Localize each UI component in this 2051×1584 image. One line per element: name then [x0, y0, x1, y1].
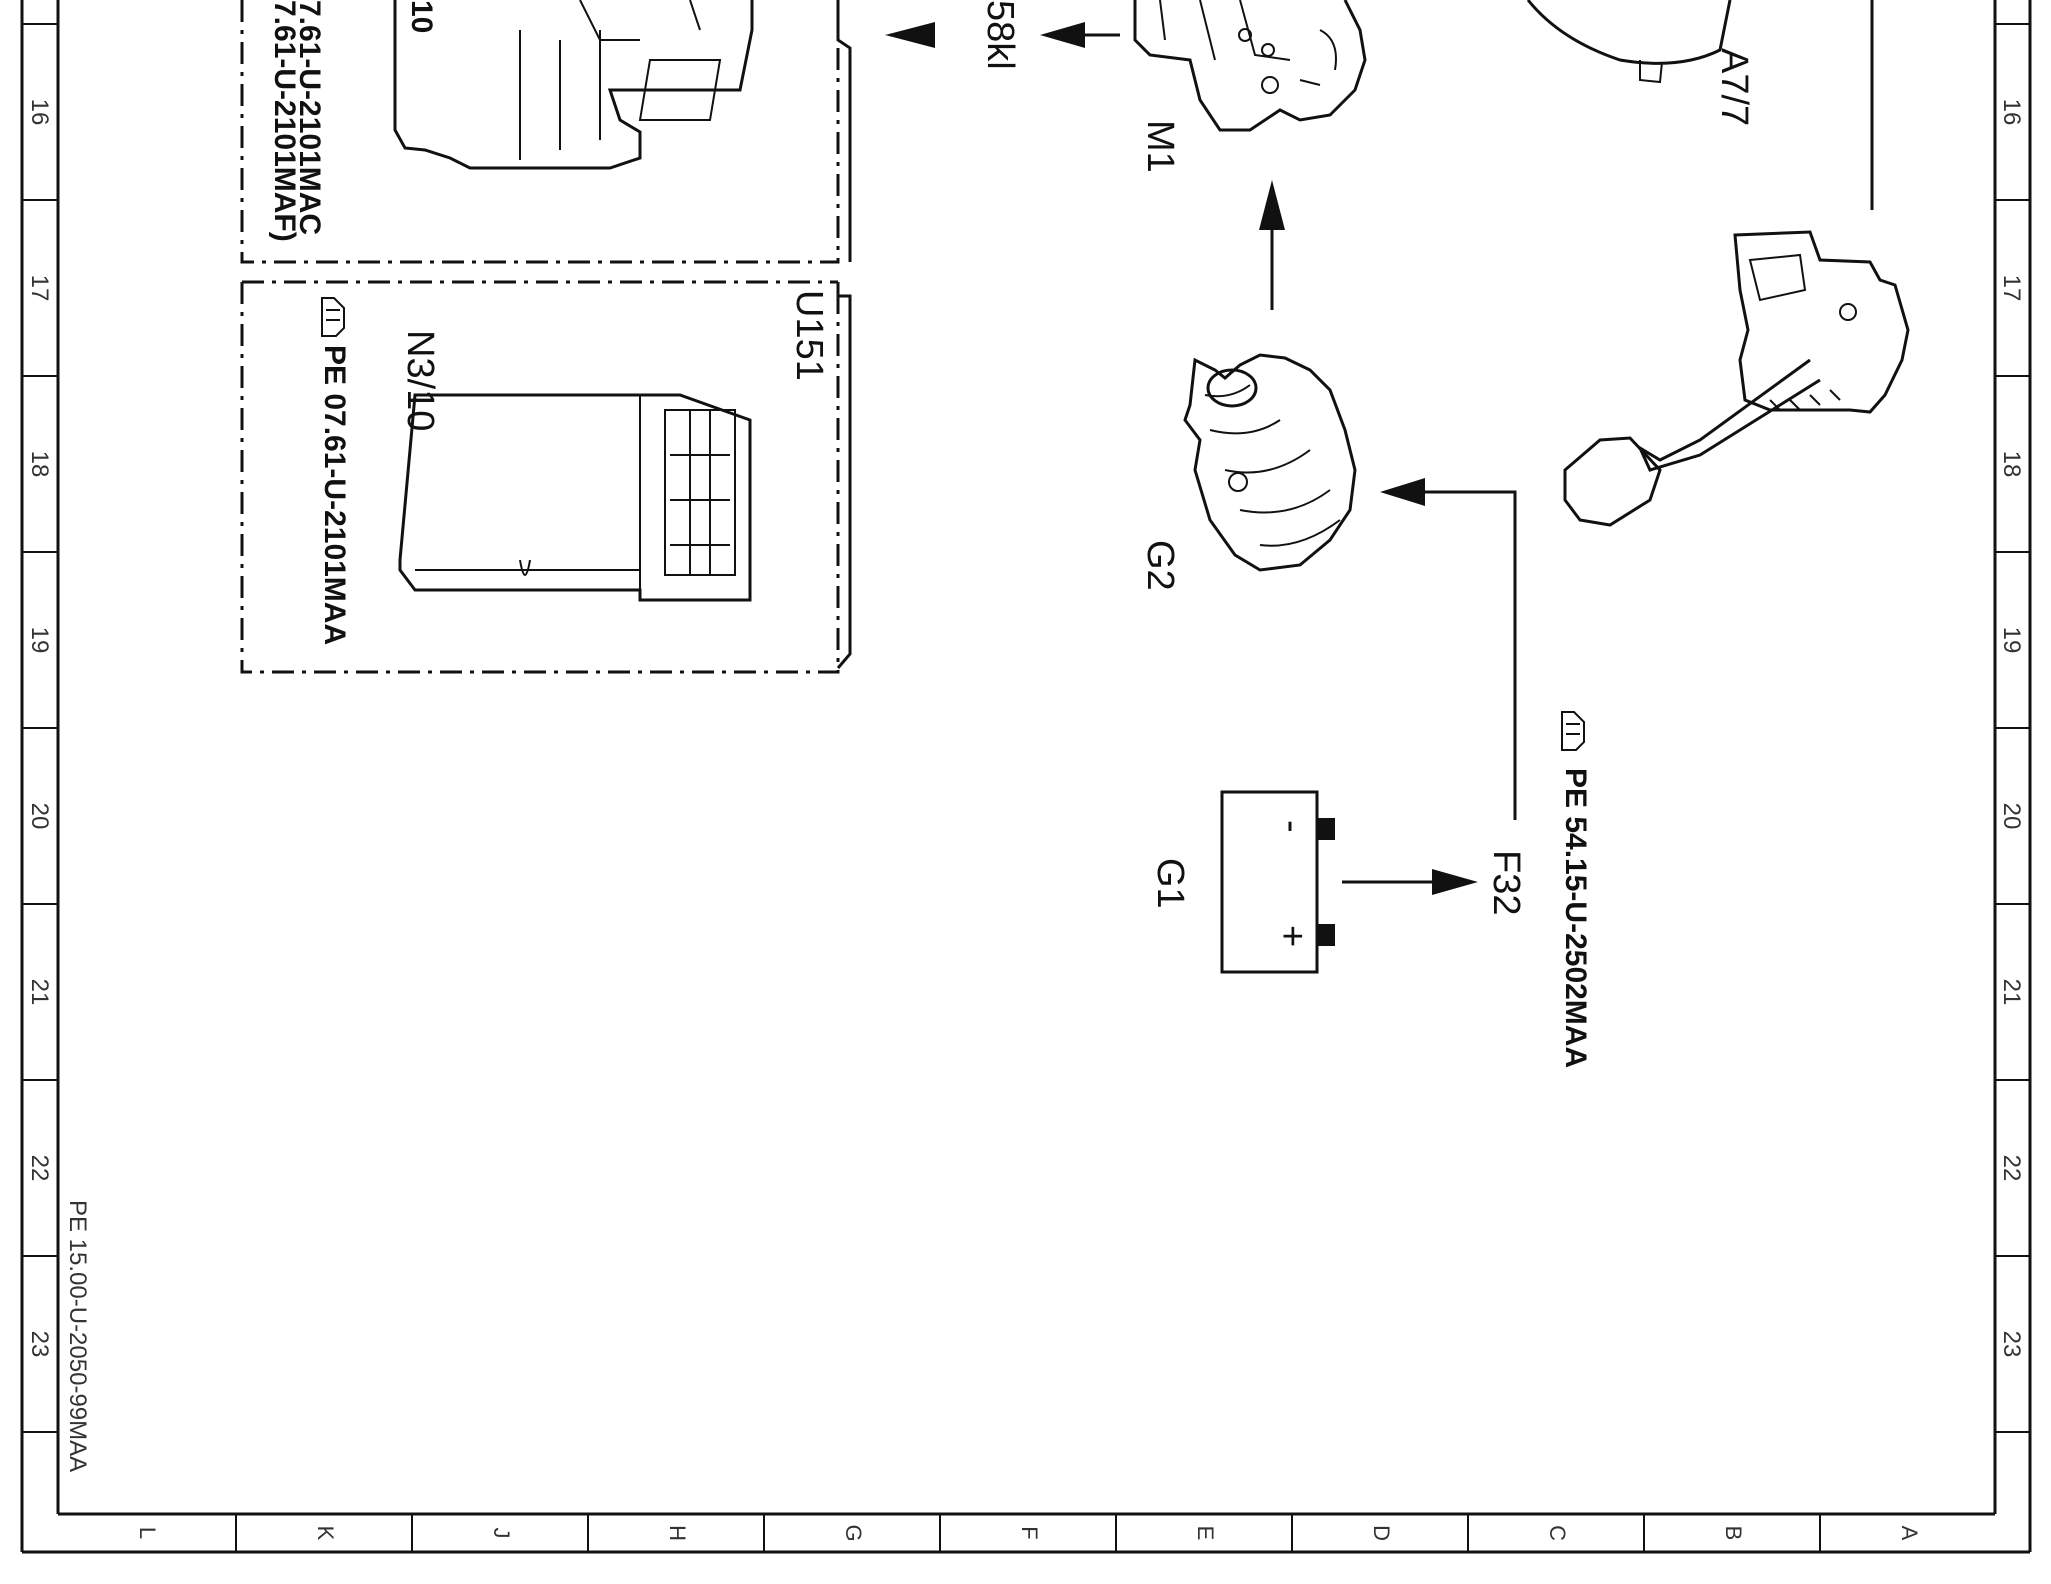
pointing-hand-icon: [1561, 711, 1585, 751]
grid-number: 21: [1998, 979, 2025, 1006]
grid-number: 19: [26, 627, 53, 654]
grid-number: 20: [26, 803, 53, 830]
grid-ticks-bottom: [235, 1514, 1821, 1552]
ecu-top-ref-2: 7.61-U-2101MAF): [268, 0, 301, 242]
ecu-top-label: 10: [405, 0, 438, 33]
starter-m1: M1: [1133, 0, 1367, 173]
terminal-58-label: 58kl: [979, 0, 1021, 70]
grid-letter: K: [313, 1526, 338, 1541]
a7-7-label: A7/7: [1713, 48, 1755, 126]
alternator-g2: G2: [1139, 353, 1357, 591]
grid-number: 18: [1998, 451, 2025, 478]
grid-numbers-left: 16 17 18 19 20 21 22 23: [26, 99, 53, 1358]
grid-letter: H: [665, 1525, 690, 1541]
grid-letter: E: [1193, 1526, 1218, 1541]
ecu-box-top: 10 7.61-U-2101MAC 7.61-U-2101MAF): [240, 0, 852, 264]
grid-number: 19: [1998, 627, 2025, 654]
grid-number: 18: [26, 451, 53, 478]
grid-letter: A: [1897, 1526, 1922, 1541]
arrow-m1-to-58: [1040, 22, 1120, 48]
f32-ref: PE 54.15-U-2502MAA: [1559, 768, 1592, 1068]
m1-label: M1: [1139, 120, 1181, 173]
grid-letter: L: [135, 1527, 160, 1539]
grid-ticks-left: [22, 23, 58, 1433]
ecu-top-ref-1: 7.61-U-2101MAC: [293, 0, 326, 235]
grid-letters-bottom: L K J H G F E D C B A: [135, 1524, 1922, 1541]
g2-label: G2: [1139, 540, 1181, 591]
grid-number: 22: [26, 1155, 53, 1182]
grid-letter: F: [1017, 1526, 1042, 1539]
grid-number: 17: [1998, 275, 2025, 302]
arrow-g1-to-f32: [1342, 869, 1478, 895]
grid-number: 23: [26, 1331, 53, 1358]
grid-number: 20: [1998, 803, 2025, 830]
battery-minus: -: [1271, 820, 1313, 833]
n3-10-label: N3/10: [399, 330, 441, 431]
grid-letter: D: [1369, 1525, 1394, 1541]
grid-number: 17: [26, 275, 53, 302]
grid-letter: G: [841, 1524, 866, 1541]
grid-number: 23: [1998, 1331, 2025, 1358]
brake-booster-a7-7: A7/7: [1526, 0, 1755, 126]
grid-ticks-right: [1995, 23, 2030, 1433]
document-id: PE 15.00-U-2050-99MAA: [64, 1200, 91, 1472]
battery-g1: - + G1: [1149, 790, 1335, 974]
grid-letter: B: [1721, 1526, 1746, 1541]
drawing-frame: [20, 0, 2032, 1554]
arrow-g2-to-m1: [1259, 180, 1285, 310]
ecu-box-u151: U151 N3/10 PE 07.61-U-2101MAA: [240, 280, 852, 674]
n3-10-ref: PE 07.61-U-2101MAA: [318, 345, 351, 645]
grid-letter: C: [1545, 1525, 1570, 1541]
arrow-to-ecu: [885, 22, 935, 48]
grid-number: 22: [1998, 1155, 2025, 1182]
grid-number: 16: [26, 99, 53, 126]
grid-number: 21: [26, 979, 53, 1006]
battery-plus: +: [1271, 925, 1313, 947]
arrow-f32-to-g2: [1380, 478, 1517, 820]
u151-label: U151: [788, 290, 830, 381]
pedal-assembly: [1563, 230, 1910, 527]
g1-label: G1: [1149, 858, 1191, 909]
f32-label: F32: [1485, 850, 1527, 915]
grid-letter: J: [489, 1528, 514, 1539]
grid-numbers-right: 16 17 18 19 20 21 22 23: [1998, 99, 2025, 1358]
grid-number: 16: [1998, 99, 2025, 126]
ecu-n3-10-body: [398, 393, 752, 602]
pointing-hand-icon: [321, 297, 345, 337]
